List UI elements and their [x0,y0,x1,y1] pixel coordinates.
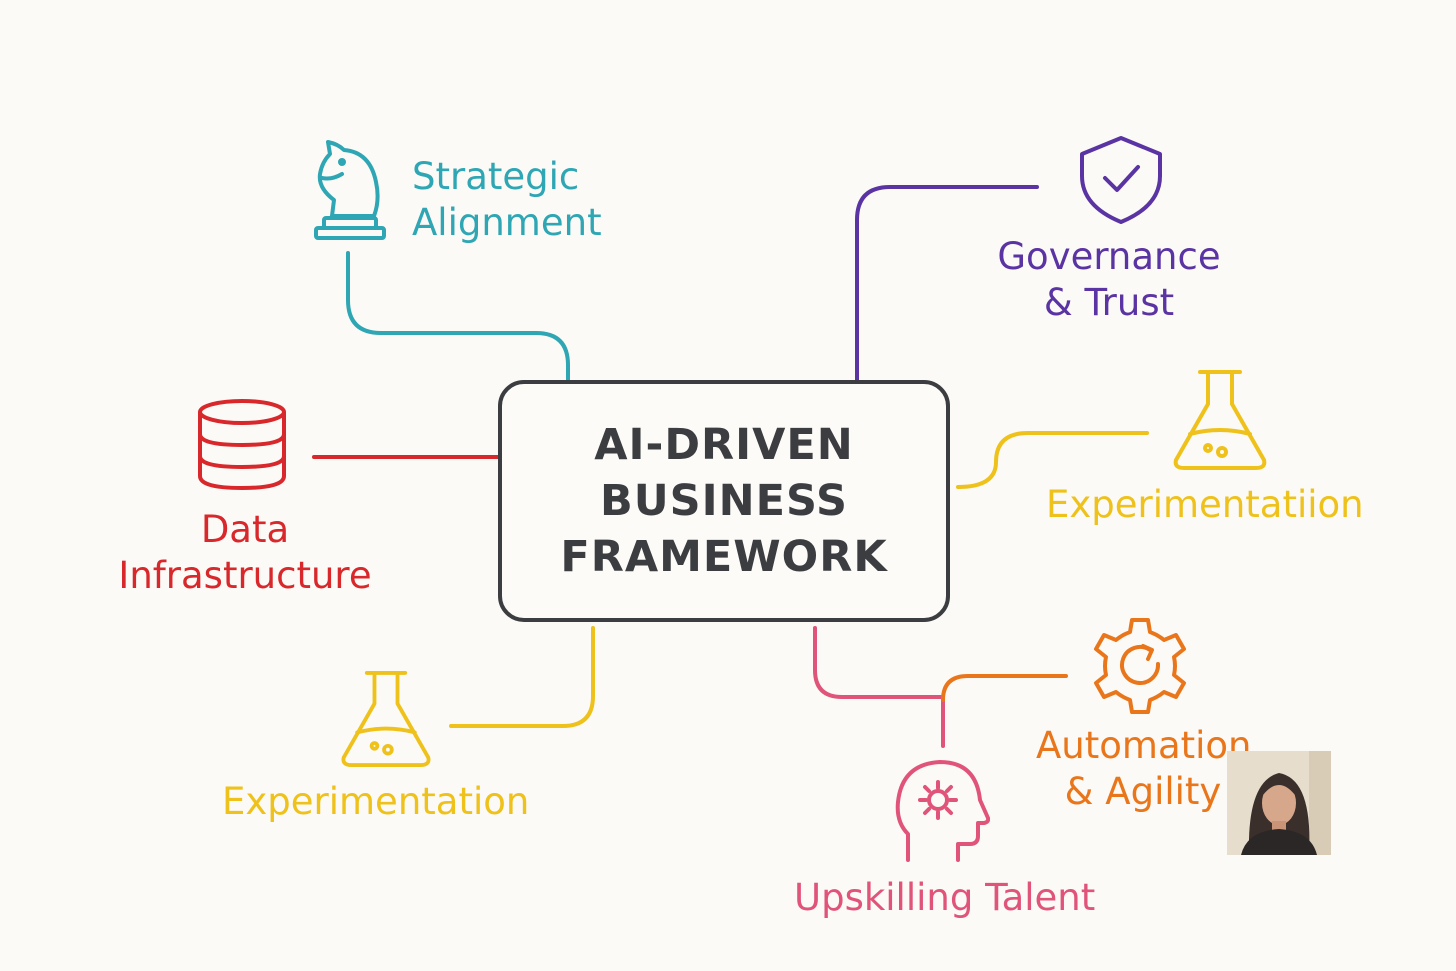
flask-icon [341,671,431,767]
upskilling-talent-label: Upskilling Talent [794,876,1096,919]
connector-upskilling [813,626,945,748]
presenter-photo [1227,751,1331,855]
framework-title-line-2: BUSINESS [599,476,849,526]
connector-strategic [346,251,570,382]
connector-governance [855,185,1039,382]
automation-agility-label: Automation & Agility [1036,724,1252,813]
framework-title-line-3: FRAMEWORK [560,532,888,582]
gear-refresh-icon [1094,618,1186,714]
connector-automation [941,674,1068,702]
experimentation-left-label: Experimentation [222,780,530,823]
framework-title-box: AI-DRIVEN BUSINESS FRAMEWORK [498,380,950,622]
person-portrait-icon [1227,751,1331,855]
connector-experimentation-right [956,431,1149,489]
data-infrastructure-label: Data Infrastructure [118,508,372,597]
database-icon [198,399,286,490]
flask-icon [1173,370,1267,470]
governance-trust-label: Governance & Trust [997,235,1221,324]
experimentation-right-label: Experimentatiion [1046,483,1364,526]
head-gear-icon [895,760,990,862]
strategic-alignment-label: Strategic Alignment [412,155,602,244]
framework-title-line-1: AI-DRIVEN [594,420,854,470]
chess-knight-icon [314,140,386,240]
shield-check-icon [1080,136,1162,224]
connector-experimentation-left [449,626,595,728]
